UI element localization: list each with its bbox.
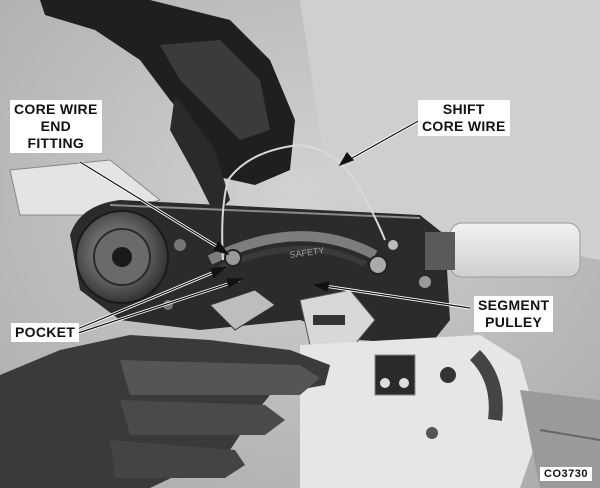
upper-hand (40, 0, 295, 185)
bracket-block (374, 354, 416, 396)
label-pocket: POCKET (11, 323, 80, 342)
shift-core-wire (221, 143, 386, 261)
lower-housing (300, 335, 540, 488)
work-surface (520, 390, 600, 488)
arrowhead (226, 278, 245, 288)
arrowhead (210, 266, 228, 279)
label-segment-pulley: SEGMENT PULLEY (474, 296, 554, 332)
thumb (170, 95, 230, 215)
label-core-wire-end-fitting: CORE WIRE END FITTING (10, 100, 102, 153)
arrowhead (213, 240, 230, 256)
end-fitting (224, 249, 242, 267)
label-shift-core-wire: SHIFT CORE WIRE (418, 100, 510, 136)
arrowhead (338, 151, 355, 167)
embossed-text: SAFETY (289, 245, 325, 260)
upper-hand-highlight (160, 40, 270, 140)
plate-edge (109, 204, 421, 219)
figure-number: CO3730 (540, 467, 592, 481)
lever (209, 289, 276, 331)
lower-hand-fingers (120, 360, 320, 395)
cable-housing (449, 222, 581, 278)
arrowhead (313, 281, 330, 292)
leader-lines-core (74, 119, 471, 335)
